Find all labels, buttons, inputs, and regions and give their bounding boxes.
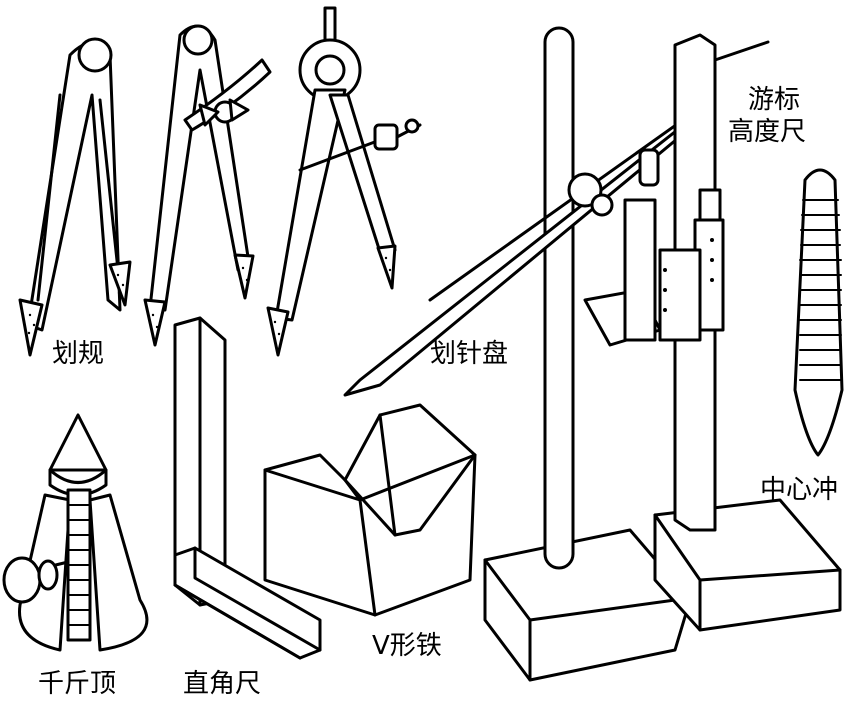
divider-spring-illustration (266, 6, 422, 357)
label-height-gauge-line1: 游标 (748, 85, 801, 115)
divider-wing-illustration (143, 24, 272, 347)
label-surface-gauge: 划针盘 (430, 339, 509, 369)
label-square: 直角尺 (183, 669, 262, 699)
jack-illustration (2, 413, 149, 652)
label-height-gauge-line2: 高度尺 (728, 117, 807, 147)
label-v-block: V形铁 (372, 631, 442, 661)
surface-gauge-illustration (343, 26, 717, 682)
label-center-punch: 中心冲 (760, 475, 839, 505)
divider-plain-illustration (18, 37, 132, 357)
center-punch-illustration (793, 168, 844, 457)
square-illustration (173, 316, 322, 660)
label-jack: 千斤顶 (38, 669, 117, 699)
height-gauge-illustration (653, 33, 842, 632)
label-dividers: 划规 (52, 339, 105, 369)
v-block-illustration (263, 403, 477, 617)
